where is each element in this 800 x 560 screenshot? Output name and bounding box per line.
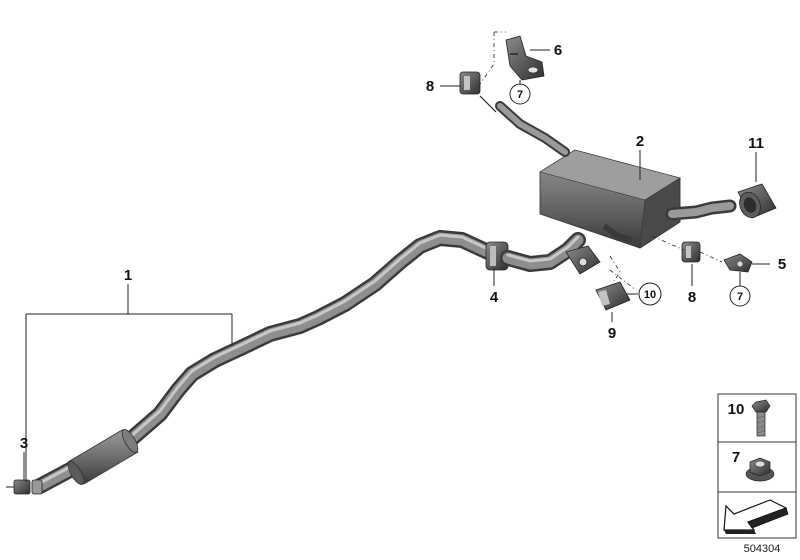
callout-10: 10	[644, 289, 656, 301]
callout-4: 4	[490, 289, 499, 306]
legend-nut-number: 7	[732, 449, 740, 466]
legend-bolt-number: 10	[728, 401, 745, 418]
rear-muffler	[495, 101, 737, 249]
inlet-bracket	[565, 245, 601, 275]
direction-arrow-icon	[723, 499, 789, 534]
callout-8-top: 8	[426, 78, 434, 95]
parts-legend: 10 7	[717, 393, 797, 539]
assembly-lines	[479, 31, 723, 291]
rubber-mount-mid	[681, 241, 701, 263]
tailpipe-trim	[737, 183, 777, 219]
leader-lines	[23, 49, 770, 482]
callout-1: 1	[124, 267, 132, 284]
callout-8-mid: 8	[688, 289, 696, 306]
intermediate-pipe	[500, 232, 586, 272]
callout-labels: 1 2 3 4 5 6 8 8 9 11 7 7 10	[20, 42, 786, 452]
bolt-icon	[751, 399, 771, 437]
callout-3: 3	[20, 435, 28, 452]
callout-9: 9	[608, 325, 616, 342]
callout-5: 5	[778, 256, 786, 273]
callout-7-right: 7	[737, 291, 743, 303]
nut-icon	[745, 457, 775, 482]
bracket-top	[505, 35, 545, 81]
front-resonator	[67, 429, 139, 485]
callout-2: 2	[636, 133, 644, 150]
callout-6: 6	[554, 42, 562, 59]
callout-7-top: 7	[517, 89, 523, 101]
bracket-right	[723, 253, 753, 273]
rubber-mount-lower	[595, 281, 631, 311]
front-clamp	[6, 479, 43, 495]
callout-11: 11	[748, 135, 764, 152]
rubber-mount-top	[459, 71, 497, 113]
diagram-id: 504304	[744, 543, 781, 555]
